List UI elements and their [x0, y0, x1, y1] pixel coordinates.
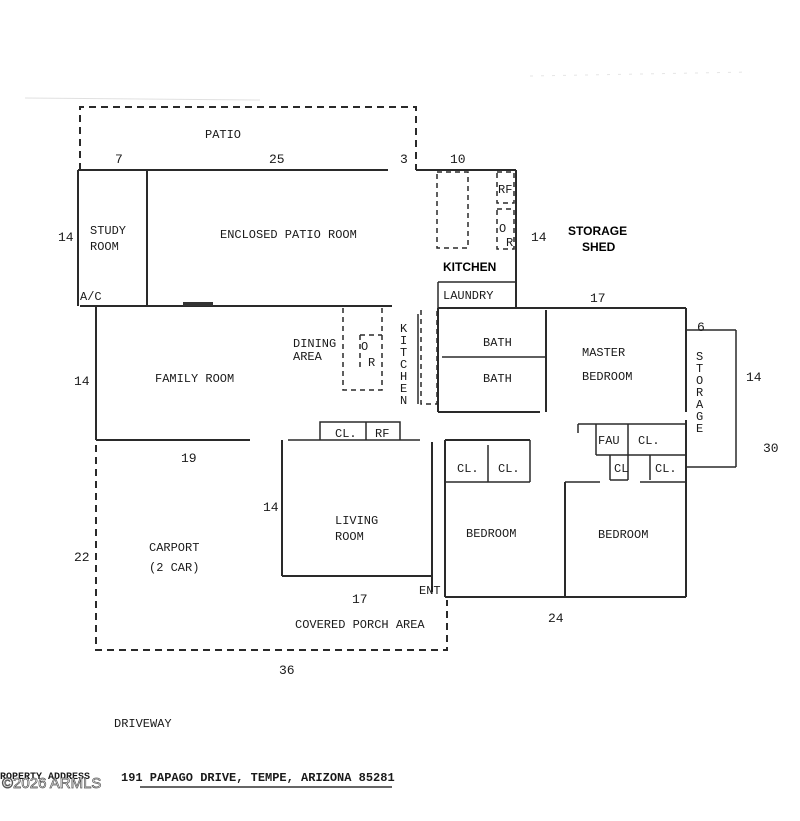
svg-text:N: N — [400, 394, 407, 408]
main-wall — [80, 302, 686, 309]
enclosed-patio-label: ENCLOSED PATIO ROOM — [220, 228, 357, 242]
svg-text:T: T — [400, 346, 407, 360]
svg-text:H: H — [400, 370, 407, 384]
bath-label-1: BATH — [483, 336, 512, 350]
patio-label: PATIO — [205, 128, 241, 142]
cl-bed-b-label: CL. — [498, 462, 520, 476]
or-dining-r: R — [368, 356, 375, 370]
dim-storage-30: 30 — [763, 441, 779, 456]
cl-bed-a-label: CL. — [457, 462, 479, 476]
dim-patio-7: 7 — [115, 152, 123, 167]
dim-laundry-17: 17 — [590, 291, 606, 306]
rf-living-label: RF — [375, 427, 389, 441]
dim-family-14: 14 — [74, 374, 90, 389]
dim-storage-14: 14 — [746, 370, 762, 385]
dim-shed-14: 14 — [531, 230, 547, 245]
svg-text:O: O — [696, 374, 703, 388]
dim-carport-22: 22 — [74, 550, 90, 565]
dining-label-1: DINING — [293, 337, 336, 351]
living-label-2: ROOM — [335, 530, 364, 544]
address-prefix: ROPERTY ADDRESS — [0, 772, 90, 783]
covered-porch-label: COVERED PORCH AREA — [295, 618, 425, 632]
dim-family-19: 19 — [181, 451, 197, 466]
fau-label: FAU — [598, 434, 620, 448]
bedroom-label-2: BEDROOM — [598, 528, 648, 542]
dim-bed-24: 24 — [548, 611, 564, 626]
family-room-walls — [95, 306, 250, 441]
dim-living-14: 14 — [263, 500, 279, 515]
dining-label-2: AREA — [293, 350, 323, 364]
cl-small-label: CL — [614, 462, 628, 476]
address-text: 191 PAPAGO DRIVE, TEMPE, ARIZONA 85281 — [121, 771, 395, 785]
living-label-1: LIVING — [335, 514, 378, 528]
kitchen-upper-walls — [436, 169, 517, 308]
svg-text:A: A — [696, 398, 704, 412]
svg-text:C: C — [400, 358, 407, 372]
scan-artifacts — [24, 71, 751, 101]
master-walls — [577, 308, 737, 597]
or-kitchen-o: O — [499, 222, 506, 236]
family-room-label: FAMILY ROOM — [155, 372, 234, 386]
ent-label: ENT — [419, 584, 441, 598]
cl-right-label: CL. — [655, 462, 677, 476]
cl-living-label: CL. — [335, 427, 357, 441]
master-label-2: BEDROOM — [582, 370, 632, 384]
study-label-2: ROOM — [90, 240, 119, 254]
bedroom-label-1: BEDROOM — [466, 527, 516, 541]
carport-label-2: (2 CAR) — [149, 561, 199, 575]
storage-shed-label-1: STORAGE — [568, 224, 627, 238]
living-room-walls — [281, 421, 433, 592]
or-kitchen-r: R — [506, 236, 513, 250]
dim-kitchen-10: 10 — [450, 152, 466, 167]
or-dining-o: O — [361, 340, 368, 354]
svg-text:E: E — [400, 382, 407, 396]
kitchen-vertical-label: KIT CHEN — [400, 322, 408, 408]
ac-label: A/C — [80, 290, 102, 304]
dim-patio-25: 25 — [269, 152, 285, 167]
study-label-1: STUDY — [90, 224, 126, 238]
svg-text:G: G — [696, 410, 703, 424]
svg-text:T: T — [696, 362, 703, 376]
bath-label-2: BATH — [483, 372, 512, 386]
dim-study-14: 14 — [58, 230, 74, 245]
laundry-label: LAUNDRY — [443, 289, 493, 303]
svg-text:R: R — [696, 386, 703, 400]
driveway-label: DRIVEWAY — [114, 717, 172, 731]
storage-shed-label-2: SHED — [582, 240, 616, 254]
svg-text:I: I — [400, 334, 407, 348]
carport-outline — [95, 445, 448, 651]
master-label-1: MASTER — [582, 346, 625, 360]
watermark: ©2026 ARMLS — [2, 775, 101, 792]
dining-counters — [342, 308, 438, 405]
svg-text:E: E — [696, 422, 703, 436]
enclosed-patio-walls — [77, 169, 438, 306]
dim-porch-17: 17 — [352, 592, 368, 607]
dim-master-6: 6 — [697, 320, 705, 335]
svg-text:K: K — [400, 322, 408, 336]
bedroom-walls — [444, 439, 686, 598]
kitchen-label: KITCHEN — [443, 260, 496, 274]
rf-kitchen-label: RF — [498, 183, 512, 197]
storage-vertical-label: STO RAGE — [696, 350, 704, 436]
carport-label-1: CARPORT — [149, 541, 199, 555]
dim-total-36: 36 — [279, 663, 295, 678]
svg-text:S: S — [696, 350, 703, 364]
dim-patio-3: 3 — [400, 152, 408, 167]
cl-master-label: CL. — [638, 434, 660, 448]
bath-walls — [437, 308, 547, 413]
patio-outline — [79, 106, 417, 170]
